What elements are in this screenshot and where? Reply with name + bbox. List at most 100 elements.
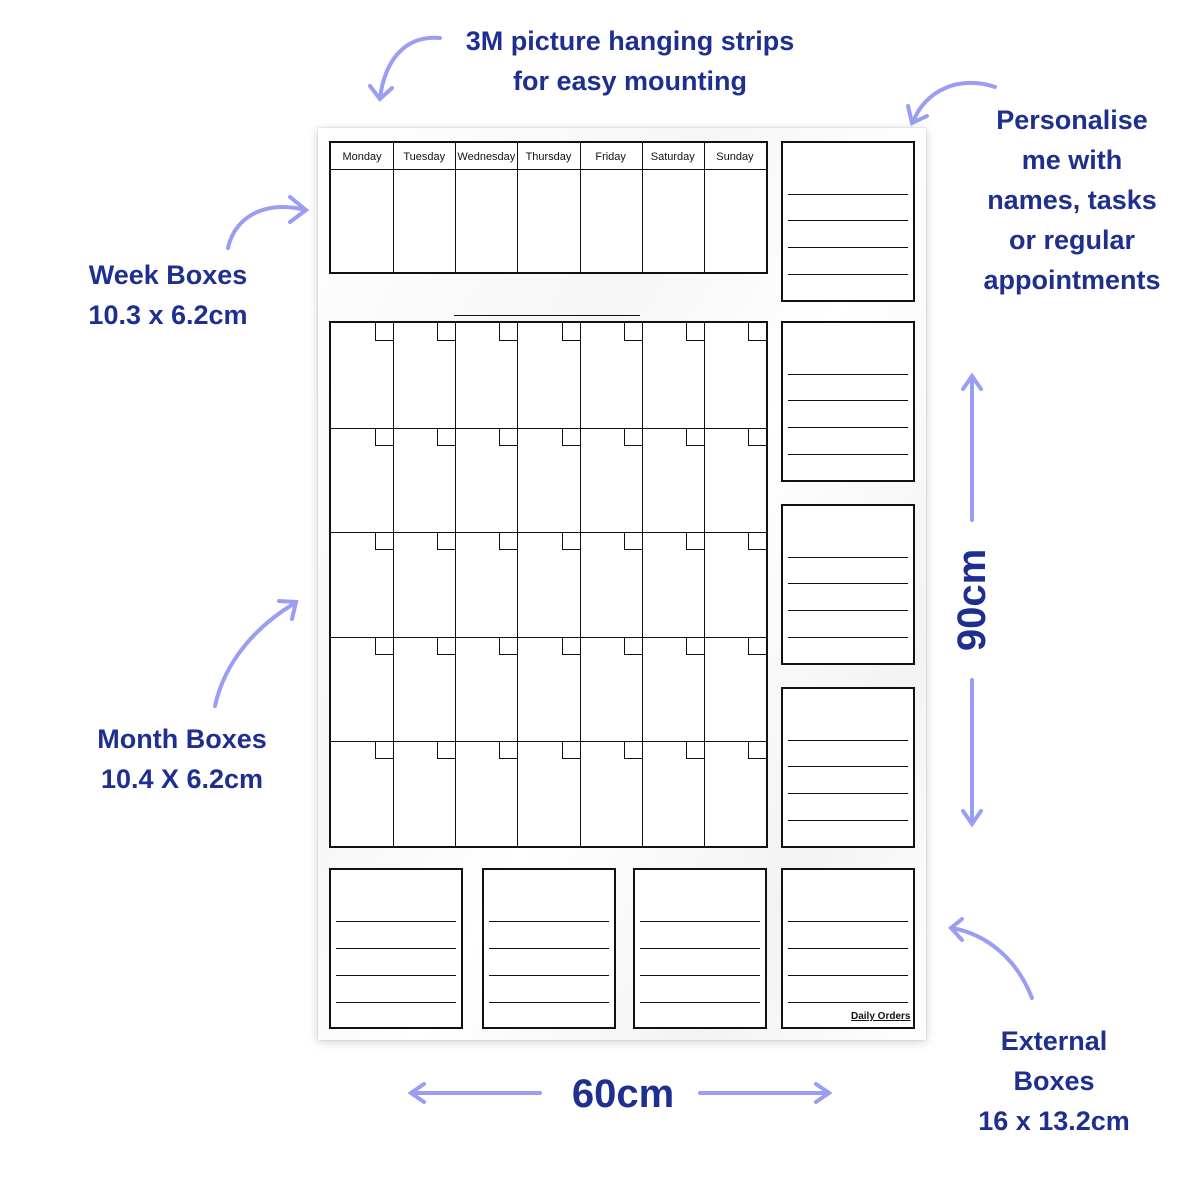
personalise-arrow — [911, 81, 997, 124]
writing-line — [336, 1002, 456, 1003]
date-number-box — [499, 532, 518, 551]
writing-line — [788, 247, 908, 248]
date-number-box — [437, 636, 456, 655]
week-day-friday: Friday — [595, 151, 626, 163]
week-column-divider — [455, 143, 457, 272]
week-day-thursday: Thursday — [525, 151, 572, 163]
month-boxes-size: 10.4 X 6.2cm — [100, 764, 264, 794]
external-boxes-size: 16 x 13.2cm — [978, 1106, 1130, 1136]
writing-line — [788, 921, 908, 922]
external-note-box-3 — [633, 868, 767, 1029]
writing-line — [788, 194, 908, 195]
side-note-box-3 — [781, 504, 915, 665]
writing-line — [788, 975, 908, 976]
strips-annotation: 3M picture hanging strips for easy mount… — [440, 21, 820, 101]
date-number-box — [375, 323, 394, 341]
writing-line — [788, 583, 908, 584]
week-day-sunday: Sunday — [716, 151, 754, 163]
writing-line — [336, 948, 456, 949]
week-day-wednesday: Wednesday — [457, 151, 516, 163]
date-number-box — [561, 636, 580, 655]
month-column-divider — [393, 323, 395, 846]
date-number-box — [499, 427, 518, 446]
week-arrow — [226, 204, 307, 250]
brand-logo: Daily Orders — [851, 1011, 911, 1022]
date-number-box — [623, 636, 642, 655]
height-dimension: 90cm — [950, 548, 994, 652]
date-number-box — [748, 636, 766, 655]
side-note-box-1 — [781, 141, 915, 302]
writing-line — [336, 975, 456, 976]
personalise-line-1: Personalise — [996, 105, 1148, 135]
week-column-divider — [579, 143, 581, 272]
date-number-box — [623, 532, 642, 551]
date-number-box — [748, 741, 766, 760]
month-column-divider — [641, 323, 643, 846]
external-boxes-annotation: External Boxes 16 x 13.2cm — [954, 1021, 1154, 1141]
date-number-box — [561, 532, 580, 551]
date-number-box — [748, 323, 766, 341]
writing-line — [788, 557, 908, 558]
external-note-box-4 — [781, 868, 915, 1029]
date-number-box — [685, 427, 704, 446]
writing-line — [640, 921, 760, 922]
side-note-box-2 — [781, 321, 915, 482]
personalise-line-2: me with — [1021, 145, 1123, 175]
writing-line — [489, 1002, 609, 1003]
week-boxes-size: 10.3 x 6.2cm — [88, 300, 248, 330]
date-number-box — [561, 741, 580, 760]
personalise-annotation: Personalise me with names, tasks or regu… — [972, 100, 1172, 300]
writing-line — [788, 793, 908, 794]
writing-line — [788, 220, 908, 221]
writing-line — [788, 374, 908, 375]
month-boxes-annotation: Month Boxes 10.4 X 6.2cm — [72, 719, 292, 799]
writing-line — [788, 610, 908, 611]
date-number-box — [375, 427, 394, 446]
external-note-box-2 — [482, 868, 616, 1029]
month-boxes-title: Month Boxes — [97, 724, 267, 754]
month-column-divider — [703, 323, 705, 846]
writing-line — [788, 274, 908, 275]
external-note-box-1 — [329, 868, 463, 1029]
date-number-box — [685, 323, 704, 341]
writing-line — [788, 637, 908, 638]
date-number-box — [375, 532, 394, 551]
week-day-saturday: Saturday — [650, 151, 695, 163]
strips-line-2: for easy mounting — [512, 66, 748, 96]
date-number-box — [685, 636, 704, 655]
week-day-monday: Monday — [342, 151, 382, 163]
date-number-box — [437, 741, 456, 760]
date-number-box — [561, 323, 580, 341]
month-column-divider — [517, 323, 519, 846]
external-arrow — [950, 926, 1034, 1000]
date-number-box — [623, 427, 642, 446]
personalise-line-3: names, tasks — [987, 185, 1157, 215]
month-column-divider — [455, 323, 457, 846]
writing-line — [489, 948, 609, 949]
month-row-divider — [331, 532, 766, 534]
month-arrow — [213, 601, 297, 708]
week-column-divider — [393, 143, 395, 272]
writing-line — [788, 454, 908, 455]
week-header-divider — [331, 169, 766, 170]
week-column-divider — [517, 143, 519, 272]
date-number-box — [748, 427, 766, 446]
writing-line — [788, 1002, 908, 1003]
personalise-line-4: or regular — [1008, 225, 1136, 255]
week-column-divider — [641, 143, 643, 272]
writing-line — [489, 975, 609, 976]
month-row-divider — [331, 741, 766, 743]
writing-line — [788, 820, 908, 821]
writing-line — [788, 948, 908, 949]
week-column-divider — [703, 143, 705, 272]
side-note-box-4 — [781, 687, 915, 848]
month-column-divider — [579, 323, 581, 846]
date-number-box — [623, 323, 642, 341]
date-number-box — [499, 741, 518, 760]
month-row-divider — [331, 427, 766, 429]
date-number-box — [375, 636, 394, 655]
strips-line-1: 3M picture hanging strips — [465, 26, 795, 56]
writing-line — [336, 921, 456, 922]
